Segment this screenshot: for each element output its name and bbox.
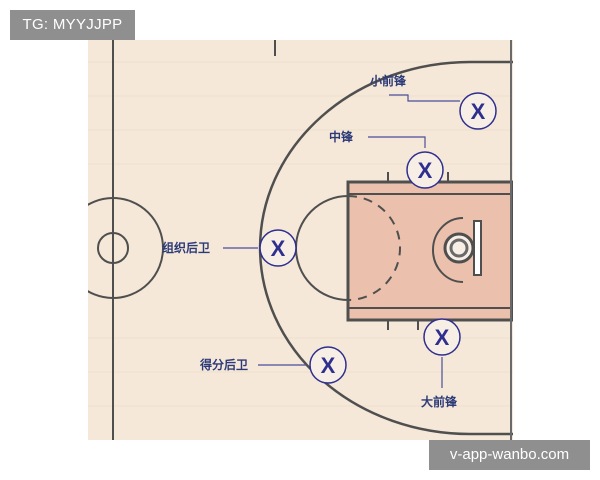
marker-power-forward: X xyxy=(423,318,461,356)
free-throw-circle-dashed xyxy=(347,195,401,301)
url-badge: v-app-wanbo.com xyxy=(429,440,590,470)
x-circle-icon xyxy=(406,151,444,189)
marker-x-text: X xyxy=(271,236,286,261)
label-shooting-guard: 得分后卫 xyxy=(199,357,248,372)
paint-inner xyxy=(347,193,513,309)
marker-center: X xyxy=(406,151,444,189)
leader-lines xyxy=(223,94,460,388)
marker-x-text: X xyxy=(321,353,336,378)
marker-point-guard: X xyxy=(259,229,297,267)
backboard xyxy=(473,220,482,276)
x-circle-icon xyxy=(259,229,297,267)
marker-x-text: X xyxy=(435,325,450,350)
basket-net xyxy=(449,238,469,258)
paint-area xyxy=(346,180,513,322)
restricted-area-arc xyxy=(432,217,464,283)
x-circle-icon xyxy=(459,92,497,130)
marker-x-text: X xyxy=(471,99,486,124)
label-center: 中锋 xyxy=(329,129,354,144)
label-small-forward: 小前锋 xyxy=(370,73,407,88)
x-circle-icon xyxy=(423,318,461,356)
label-power-forward: 大前锋 xyxy=(421,394,458,409)
tag-badge: TG: MYYJJPP xyxy=(10,10,135,40)
label-point-guard: 组织后卫 xyxy=(162,240,210,255)
marker-x-text: X xyxy=(418,158,433,183)
basket-rim xyxy=(443,232,475,264)
x-circle-icon xyxy=(309,346,347,384)
marker-small-forward: X xyxy=(459,92,497,130)
marker-shooting-guard: X xyxy=(309,346,347,384)
